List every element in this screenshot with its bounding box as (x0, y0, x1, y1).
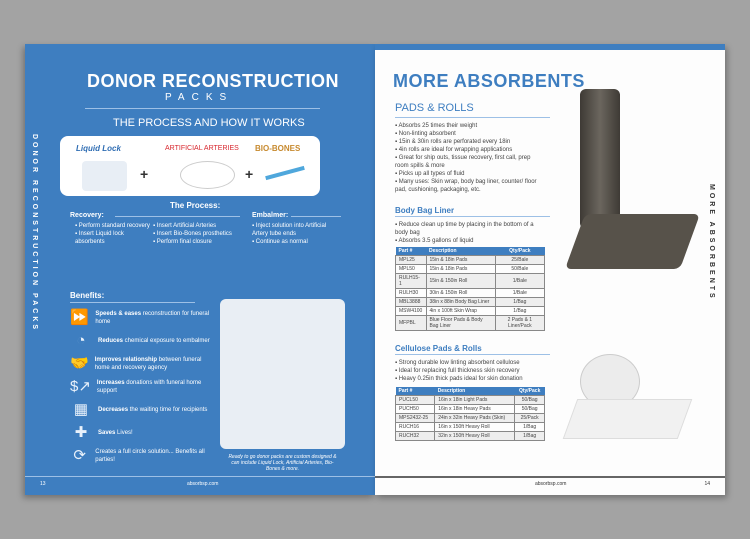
bullet-item: Heavy 0.25in thick pads ideal for skin d… (395, 375, 545, 383)
cellulose-bullets: Strong durable low linting absorbent cel… (395, 359, 545, 383)
caption: Ready to go donor packs are custom desig… (228, 454, 337, 472)
embalmer-list: Inject solution into Artificial Artery t… (252, 222, 332, 246)
bullet-item: Ideal for replacing full thickness skin … (395, 367, 545, 375)
bullet-item: Absorbs 3.5 gallons of liquid (395, 237, 545, 245)
calendar-icon: ▦ (73, 400, 89, 418)
clock-icon: ◔ (76, 331, 86, 349)
benefit-item: ◔Reduces chemical exposure to embalmer (70, 329, 210, 352)
benefit-item: ⟳Creates a full circle solution... Benef… (70, 444, 210, 467)
cellulose-title: Cellulose Pads & Rolls (395, 344, 482, 353)
bullet-item: Many uses: Skin wrap, body bag liner, co… (395, 178, 545, 194)
process-heading: THE PROCESS AND HOW IT WORKS (113, 117, 305, 129)
product-bio-bones: BIO-BONES (255, 144, 301, 153)
embalmer-title: Embalmer: (252, 212, 289, 219)
products-panel: Liquid Lock ARTIFICIAL ARTERIES BIO-BONE… (60, 136, 320, 196)
cellulose-pad-image (562, 399, 693, 439)
footer-url[interactable]: absorbsp.com (187, 481, 219, 487)
liquid-lock-image (82, 161, 127, 191)
left-page: DONOR RECONSTRUCTION PACKS DONOR RECONST… (25, 44, 375, 495)
recovery-list-2: Insert Artificial ArteriesInsert Bio-Bon… (153, 222, 243, 246)
liner-title: Body Bag Liner (395, 206, 455, 215)
benefit-item: ⏩Speeds & eases reconstruction for funer… (70, 308, 210, 326)
footer-url[interactable]: absorbsp.com (535, 481, 567, 487)
pads-bullets: Absorbs 25 times their weightNon-linting… (395, 122, 545, 194)
benefit-item: ✚Saves Lives! (70, 421, 210, 444)
page-subtitle: PACKS (165, 92, 234, 103)
recycle-icon: ⟳ (73, 446, 86, 464)
bullet-item: 4in rolls are ideal for wrapping applica… (395, 146, 545, 154)
bio-bones-image (265, 165, 305, 181)
bullet-item: Picks up all types of fluid (395, 170, 545, 178)
product-artificial-arteries: ARTIFICIAL ARTERIES (165, 145, 239, 152)
bullet-item: Absorbs 25 times their weight (395, 122, 545, 130)
artificial-arteries-image (180, 161, 235, 189)
benefit-item: 🤝Improves relationship between funeral h… (70, 354, 202, 372)
right-page: MORE ABSORBENTS MORE ABSORBENTS PADS & R… (375, 44, 725, 495)
bullet-item: 15in & 30in rolls are perforated every 1… (395, 138, 545, 146)
product-liquid-lock: Liquid Lock (76, 144, 121, 153)
benefit-item: $↗Increases donations with funeral home … (70, 377, 202, 395)
side-label: DONOR RECONSTRUCTION PACKS (31, 134, 38, 333)
page-number: 14 (704, 481, 710, 487)
side-label: MORE ABSORBENTS (708, 184, 715, 301)
absorbent-roll-image (580, 89, 620, 229)
dollar-arrow-icon: $↗ (70, 377, 91, 395)
fast-forward-icon: ⏩ (70, 308, 90, 326)
recovery-title: Recovery: (70, 212, 104, 219)
bullet-item: Strong durable low linting absorbent cel… (395, 359, 545, 367)
benefits-title: Benefits: (70, 291, 105, 300)
bullet-item: Reduce clean up time by placing in the b… (395, 221, 545, 237)
liner-bullets: Reduce clean up time by placing in the b… (395, 221, 545, 245)
handshake-icon: 🤝 (70, 354, 89, 372)
page-title: MORE ABSORBENTS (393, 71, 585, 91)
page-title: DONOR RECONSTRUCTION (87, 71, 339, 91)
bullet-item: Non-linting absorbent (395, 130, 545, 138)
donor-pack-image (220, 299, 345, 449)
page-number: 13 (40, 481, 46, 487)
bullet-item: Great for ship outs, tissue recovery, fi… (395, 154, 545, 170)
benefit-item: ▦Decreases the waiting time for recipien… (70, 398, 210, 421)
absorbent-pad-image (564, 214, 701, 269)
process-title: The Process: (170, 201, 221, 210)
pads-title: PADS & ROLLS (395, 102, 474, 114)
cross-icon: ✚ (74, 423, 88, 441)
benefits-list: ⏩Speeds & eases reconstruction for funer… (70, 306, 210, 467)
recovery-list-1: Perform standard recoveryInsert Liquid l… (75, 222, 155, 246)
